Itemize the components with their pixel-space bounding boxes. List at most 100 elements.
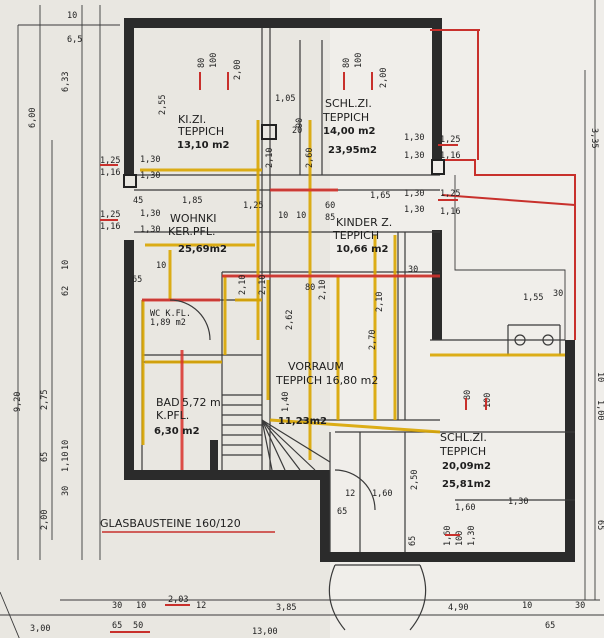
dim-210-c: 2,10 bbox=[258, 275, 268, 295]
dim-80-schl: 80 bbox=[342, 58, 352, 68]
dim-30-r: 30 bbox=[408, 265, 418, 275]
dim-left-633: 6,33 bbox=[61, 72, 71, 92]
dim-105: 1,05 bbox=[275, 94, 295, 104]
dim-200-schl: 2,00 bbox=[379, 68, 389, 88]
dim-130-l4: 1,30 bbox=[140, 225, 160, 235]
dim-left-410: 10 bbox=[61, 260, 71, 270]
schlzi-bottom-area2: 25,81m2 bbox=[442, 479, 491, 490]
dim-160-a: 1,60 bbox=[372, 489, 392, 499]
dim-200-kizi: 2,00 bbox=[233, 60, 243, 80]
dim-100-c: 100 bbox=[455, 531, 465, 546]
dim-65-wohn: 65 bbox=[132, 275, 142, 285]
dim-130-a: 1,30 bbox=[404, 133, 424, 143]
dim-10-wohn: 10 bbox=[156, 261, 166, 271]
schlzi-top-area1: 14,00 m2 bbox=[323, 126, 376, 137]
dim-right-335: 3,35 bbox=[589, 128, 599, 148]
dim-250: 2,50 bbox=[410, 470, 420, 490]
dim-125-a: 1,25 bbox=[440, 135, 460, 145]
dim-left-110: 1,10 bbox=[61, 452, 71, 472]
dim-bot-10-r: 10 bbox=[522, 601, 532, 611]
dim-155: 1,55 bbox=[523, 293, 543, 303]
dim-bot-10: 10 bbox=[136, 601, 146, 611]
dim-bot-300: 3,00 bbox=[30, 624, 50, 634]
dim-130-d: 1,30 bbox=[404, 205, 424, 215]
wohnki-area: 25,69m2 bbox=[178, 244, 227, 255]
dim-top-left-b: 6,5 bbox=[67, 35, 82, 45]
dim-100-schl2: 100 bbox=[483, 393, 493, 408]
dim-116-l1: 1,16 bbox=[100, 168, 120, 178]
dim-130-l2: 1,30 bbox=[140, 171, 160, 181]
dim-140: 1,40 bbox=[281, 392, 291, 412]
bad-floor: K.PFL. bbox=[156, 409, 189, 422]
kinderzi-area: 10,66 m2 bbox=[336, 244, 389, 255]
vorraum-area: 11,23m2 bbox=[278, 416, 327, 427]
dim-12: 12 bbox=[345, 489, 355, 499]
kizi-name: KI.ZI. bbox=[178, 113, 206, 126]
dim-bot-1300: 13,00 bbox=[252, 627, 278, 637]
kizi-area: 13,10 m2 bbox=[177, 140, 230, 151]
dim-116-b: 1,16 bbox=[440, 207, 460, 217]
dim-left-30: 30 bbox=[61, 486, 71, 496]
kinderzi-floor: TEPPICH bbox=[332, 229, 379, 242]
dim-bot-65: 65 bbox=[112, 621, 122, 631]
dim-255: 2,55 bbox=[158, 95, 168, 115]
dim-bot-385: 3,85 bbox=[276, 603, 296, 613]
dim-45: 45 bbox=[133, 196, 143, 206]
kinderzi-name: KINDER Z. bbox=[336, 216, 392, 229]
dim-20: 20 bbox=[292, 126, 302, 136]
dim-262: 2,62 bbox=[285, 310, 295, 330]
dim-130-f: 1,30 bbox=[467, 526, 477, 546]
dim-210-a: 2,10 bbox=[265, 148, 275, 168]
dim-260: 2,60 bbox=[305, 148, 315, 168]
dim-bot-30: 30 bbox=[112, 601, 122, 611]
dim-10-b: 10 bbox=[296, 211, 306, 221]
dim-left-920: 9,20 bbox=[13, 392, 23, 412]
dim-90: 90 bbox=[295, 118, 305, 128]
schlzi-bottom-name: SCHL.ZI. bbox=[440, 431, 487, 444]
dim-125-b: 1,25 bbox=[440, 189, 460, 199]
dim-65-c: 65 bbox=[408, 536, 418, 546]
dim-125-l2: 1,25 bbox=[100, 210, 120, 220]
glasbausteine-note: GLASBAUSTEINE 160/120 bbox=[100, 517, 241, 530]
dim-left-62: 62 bbox=[61, 286, 71, 296]
dim-bot-50: 50 bbox=[133, 621, 143, 631]
dim-165: 1,65 bbox=[370, 191, 390, 201]
dim-130-c: 1,30 bbox=[404, 189, 424, 199]
dim-65-b: 65 bbox=[337, 507, 347, 517]
kizi-floor: TEPPICH bbox=[177, 125, 224, 138]
dim-bot-12: 12 bbox=[196, 601, 206, 611]
dim-116-l2: 1,16 bbox=[100, 222, 120, 232]
wc-area: 1,89 m2 bbox=[150, 318, 186, 328]
dim-bot-203: 2,03 bbox=[168, 595, 188, 605]
dim-left-600: 6,00 bbox=[28, 108, 38, 128]
schlzi-top-name: SCHL.ZI. bbox=[325, 97, 372, 110]
dim-60: 60 bbox=[325, 201, 335, 211]
dim-130-b: 1,30 bbox=[404, 151, 424, 161]
dim-10-a: 10 bbox=[278, 211, 288, 221]
wohnki-name: WOHNKI bbox=[170, 212, 217, 225]
vorraum-name: VORRAUM bbox=[288, 360, 344, 373]
bad-name: BAD bbox=[156, 396, 180, 409]
dim-right-100: 1,00 bbox=[595, 400, 604, 420]
schlzi-top-floor: TEPPICH bbox=[322, 111, 369, 124]
dim-210-d: 2,10 bbox=[318, 280, 328, 300]
dim-left-65: 65 bbox=[40, 452, 50, 462]
wohnki-floor: KER.PFL. bbox=[168, 225, 216, 238]
dim-210-e: 2,10 bbox=[375, 292, 385, 312]
dim-125-c: 1,25 bbox=[243, 201, 263, 211]
dim-80-kizi: 80 bbox=[197, 58, 207, 68]
dim-130-l1: 1,30 bbox=[140, 155, 160, 165]
dim-right-10: 10 bbox=[595, 372, 604, 382]
dim-160-b: 1,60 bbox=[455, 503, 475, 513]
wc-name: WC K.FL. bbox=[150, 309, 191, 319]
dim-bot-65-r: 65 bbox=[545, 621, 555, 631]
dim-185: 1,85 bbox=[182, 196, 202, 206]
dim-130-e: 1,30 bbox=[508, 497, 528, 507]
dim-80-schl2: 80 bbox=[463, 390, 473, 400]
dim-left-275: 2,75 bbox=[40, 390, 50, 410]
dim-210-b: 2,10 bbox=[238, 275, 248, 295]
bad-area: 6,30 m2 bbox=[154, 426, 200, 437]
bad-extra: 5,72 m bbox=[182, 396, 221, 409]
